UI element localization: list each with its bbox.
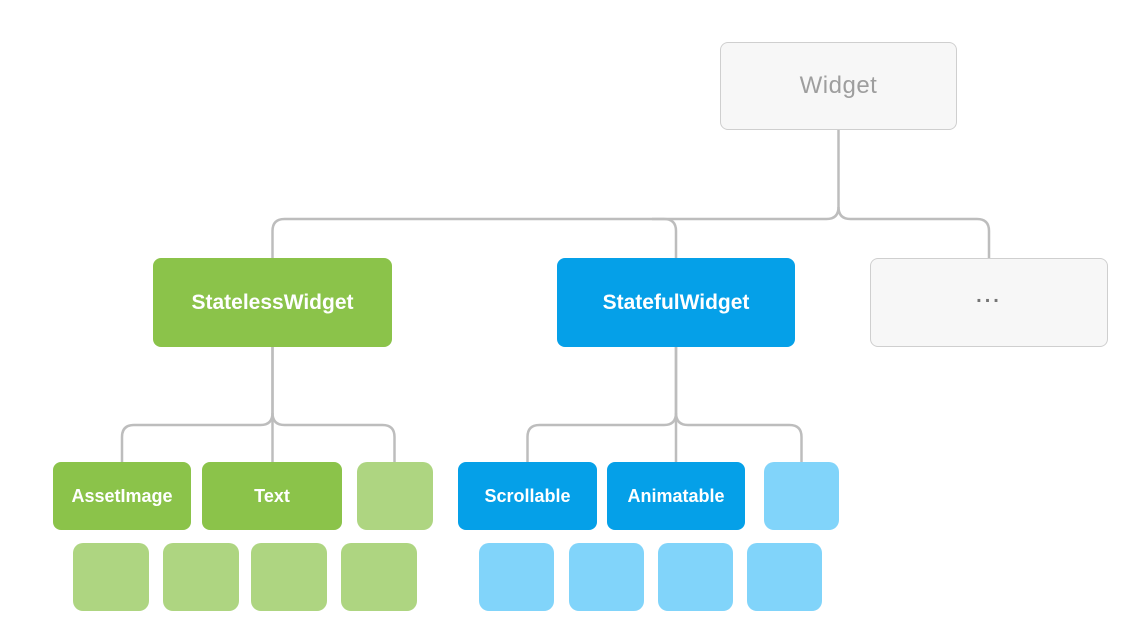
node-more-widgets: ... bbox=[870, 258, 1108, 347]
unlabeled-blue-box bbox=[658, 543, 733, 611]
node-stateless-widget-label: StatelessWidget bbox=[191, 290, 354, 314]
unlabeled-blue-box bbox=[747, 543, 822, 611]
stateful-branch-connectors bbox=[526, 347, 803, 462]
node-animatable: Animatable bbox=[607, 462, 745, 530]
root-branch-connectors bbox=[271, 130, 991, 258]
node-stateful-widget-label: StatefulWidget bbox=[602, 290, 750, 314]
unlabeled-green-box bbox=[341, 543, 417, 611]
unlabeled-green-box bbox=[251, 543, 327, 611]
node-text-label: Text bbox=[254, 485, 290, 506]
node-stateful-widget: StatefulWidget bbox=[557, 258, 795, 347]
unlabeled-green-box bbox=[73, 543, 149, 611]
node-animatable-label: Animatable bbox=[627, 485, 725, 506]
node-stateful-unlabeled bbox=[764, 462, 839, 530]
node-stateless-unlabeled bbox=[357, 462, 433, 530]
unlabeled-blue-box bbox=[479, 543, 554, 611]
unlabeled-green-box bbox=[163, 543, 239, 611]
node-scrollable: Scrollable bbox=[458, 462, 597, 530]
node-stateless-widget: StatelessWidget bbox=[153, 258, 392, 347]
node-more-widgets-label: ... bbox=[976, 285, 1002, 307]
node-widget: Widget bbox=[720, 42, 957, 130]
node-scrollable-label: Scrollable bbox=[484, 485, 571, 506]
unlabeled-blue-box bbox=[569, 543, 644, 611]
node-assetimage-label: AssetImage bbox=[71, 485, 173, 506]
stateless-branch-connectors bbox=[120, 347, 396, 462]
node-widget-label: Widget bbox=[799, 72, 878, 99]
node-text: Text bbox=[202, 462, 342, 530]
node-assetimage: AssetImage bbox=[53, 462, 191, 530]
